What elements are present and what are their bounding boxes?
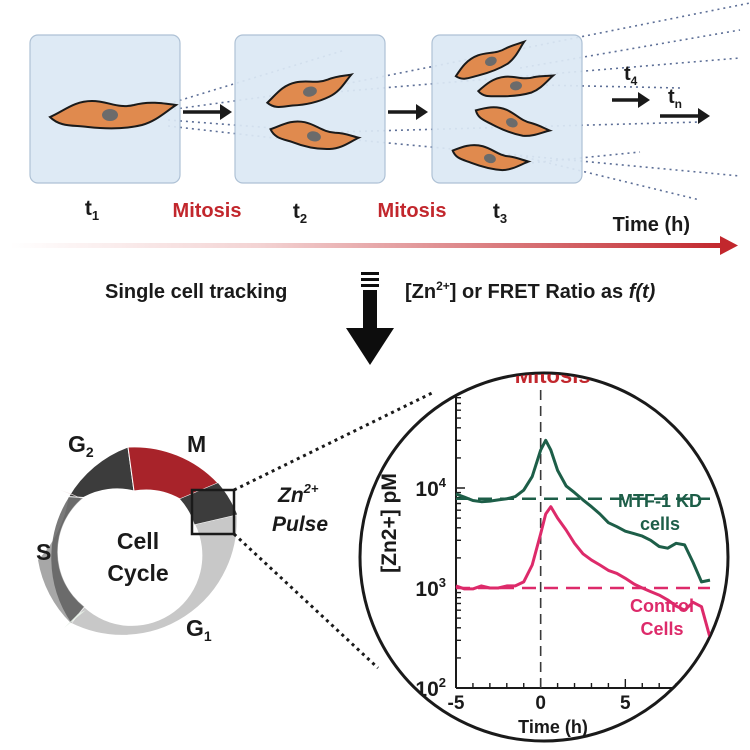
frame-label-t2: t2 (293, 200, 307, 226)
zn-pulse-label-line2: Pulse (272, 513, 328, 536)
phase-label-g2: G2 (68, 431, 94, 460)
cell (48, 99, 179, 130)
x-tick-label: 0 (535, 693, 546, 714)
single-cell-tracking-label: Single cell tracking (105, 281, 287, 303)
series-label: cells (640, 514, 680, 534)
frame-label-t3: t3 (493, 200, 507, 226)
cell (451, 144, 532, 172)
phase-boundary-light (64, 610, 86, 628)
frame-t2 (234, 34, 386, 184)
x-tick-label: 5 (620, 693, 631, 714)
y-tick-label: 104 (415, 475, 446, 501)
cell-cycle-label-line2: Cycle (107, 560, 168, 586)
cell (476, 74, 557, 98)
series-line (455, 438, 711, 584)
phase-label-s: S (36, 539, 51, 565)
label-t4: t4 (624, 63, 638, 88)
phase-segment-m-dark (180, 483, 238, 525)
frame-label-t1: t1 (85, 197, 99, 223)
cell (474, 106, 553, 137)
mitosis-label-1: Mitosis (173, 200, 242, 222)
x-axis-label: Time (h) (518, 717, 588, 737)
zoom-lines (232, 391, 433, 670)
zn-pulse-label: Zn2+ (277, 481, 319, 507)
y-axis-label: [Zn2+] pM (378, 473, 401, 573)
timeline-panel: t1 t2 t3 t4 tn Mitosis Mitosis Time (h) (10, 2, 750, 255)
time-axis-label: Time (h) (613, 214, 690, 236)
label-tn: tn (668, 86, 682, 111)
phase-segment-m (127, 446, 219, 500)
phase-segment-s-dark (38, 496, 85, 624)
series-label: Control (630, 596, 694, 616)
cell (454, 39, 527, 80)
cells (48, 39, 557, 172)
cell-cycle-label-line1: Cell (117, 528, 159, 554)
phase-label-m: M (187, 431, 206, 457)
chart-title: Mitosis (515, 363, 591, 388)
phase-label-g1: G1 (186, 615, 212, 644)
cell (269, 120, 362, 150)
frame-arrows (183, 92, 710, 124)
cell-cycle-ring: Cell Cycle M G2 S G1 Zn2+ Pulse (36, 391, 433, 670)
y-tick-label: 103 (415, 575, 446, 601)
series-label: Cells (640, 619, 683, 639)
x-tick-label: -5 (448, 693, 465, 714)
time-arrow (10, 236, 738, 255)
phase-boundary-light (60, 490, 85, 500)
down-arrow (346, 272, 394, 365)
series-label: MTF-1 KD (618, 491, 702, 511)
zoom-box (190, 488, 236, 536)
chart-circle (358, 371, 730, 743)
zn-fret-label: [Zn2+] or FRET Ratio as f(t) (405, 279, 656, 303)
cell (265, 73, 355, 108)
series-line (455, 505, 712, 638)
mitosis-label-2: Mitosis (378, 200, 447, 222)
